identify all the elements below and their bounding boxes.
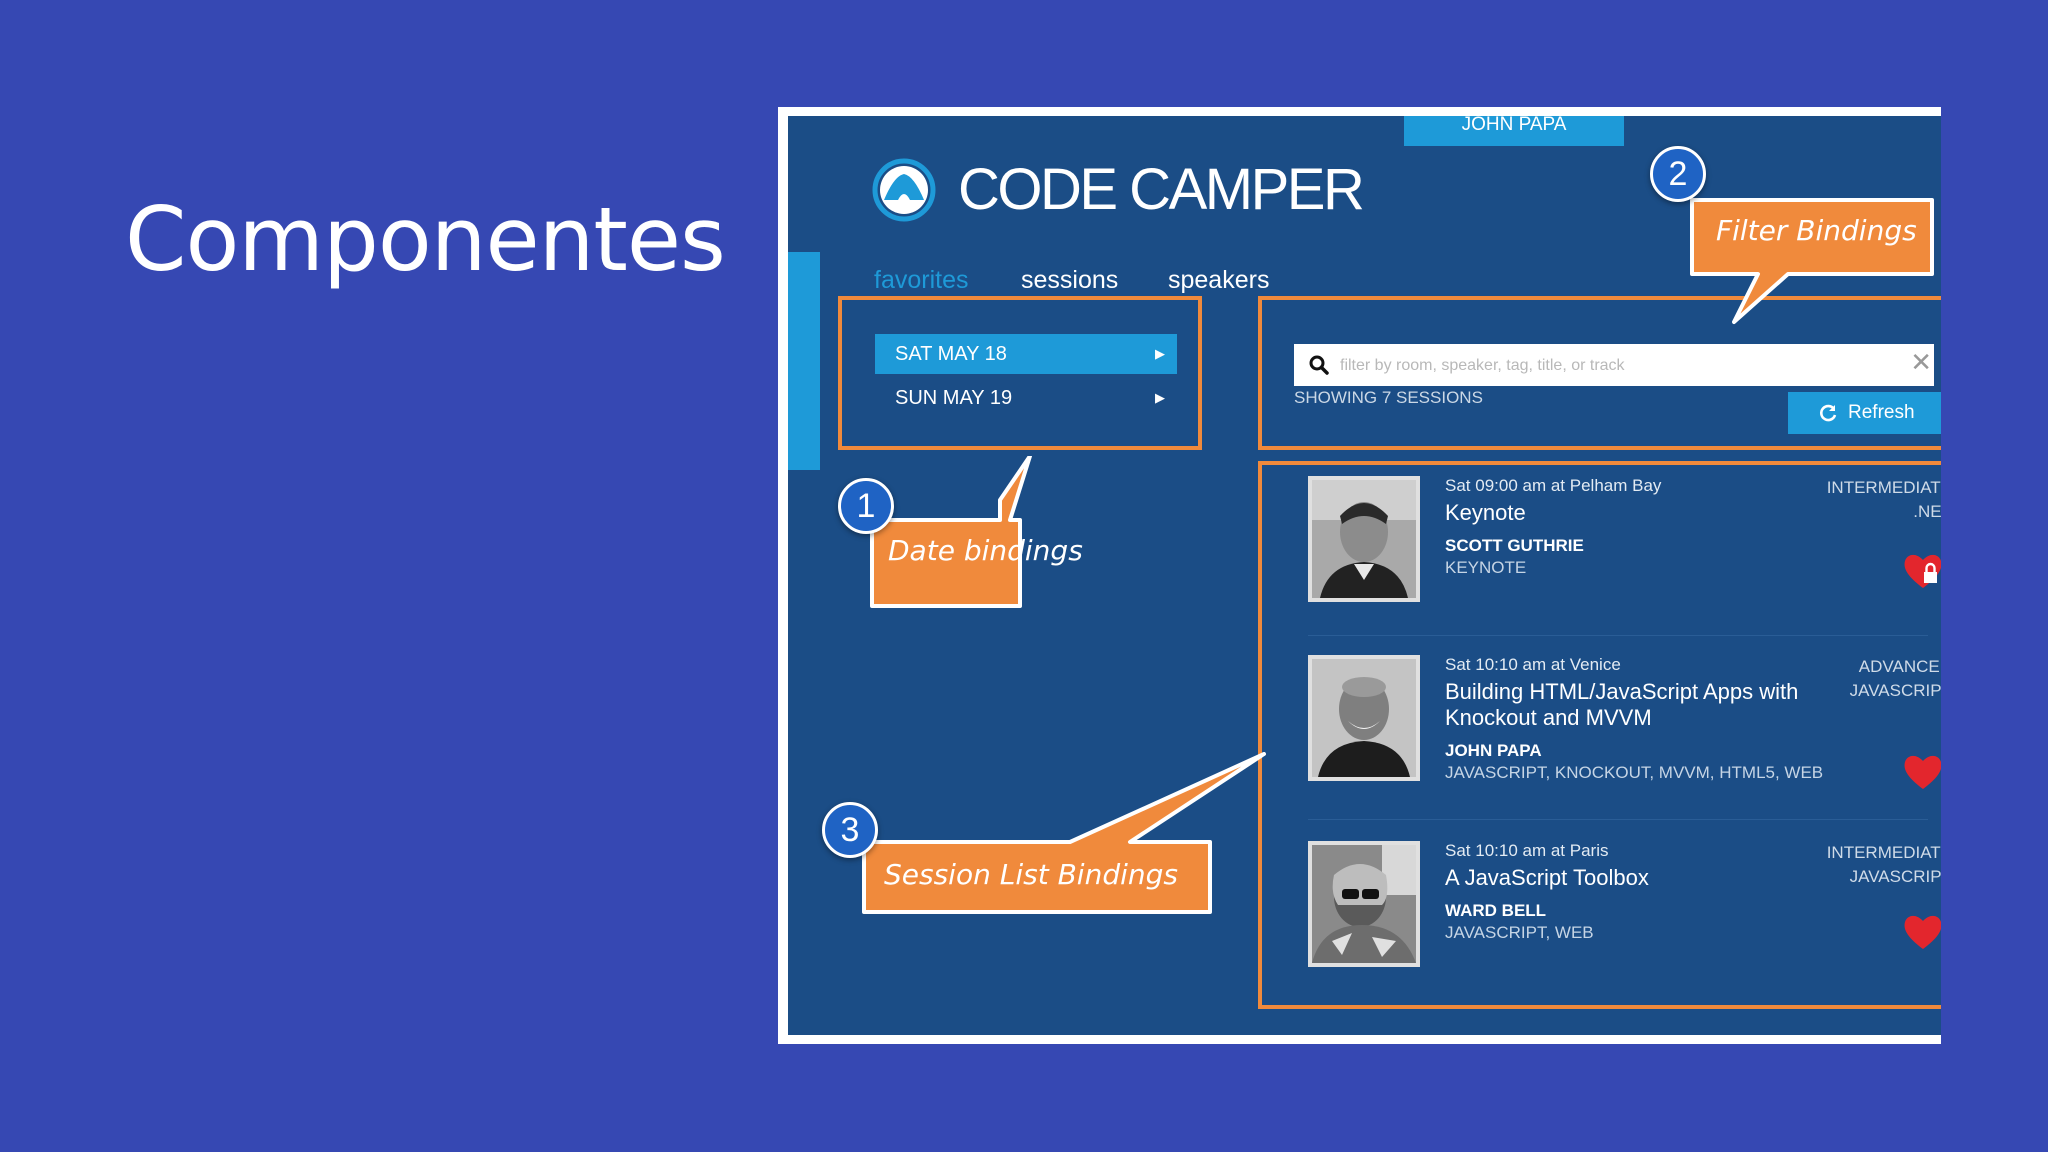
date-bindings-callout-shape [870,456,1032,608]
date-item-sun[interactable]: SUN MAY 19 ▶ [875,378,1177,418]
slide-title: Componentes [125,188,726,291]
track-label: .NET [1913,502,1941,521]
brand-name: CODE CAMPER [958,157,1365,222]
session-item[interactable]: Sat 10:10 am at Venice Building HTML/Jav… [1308,655,1941,795]
tab-favorites[interactable]: favorites [874,266,969,294]
user-tab[interactable]: JOHN PAPA [1404,116,1624,146]
tab-sessions[interactable]: sessions [1021,266,1119,294]
date-label: SUN MAY 19 [895,387,1013,409]
date-bindings-frame: SAT MAY 18 ▶ SUN MAY 19 ▶ [838,296,1202,450]
speaker-photo [1308,476,1420,602]
refresh-icon [1820,404,1837,422]
speaker-photo [1308,841,1420,967]
heart-icon[interactable] [1902,913,1941,951]
side-accent-bar [788,252,820,470]
speaker-name: SCOTT GUTHRIE [1445,536,1584,555]
callout-badge-2: 2 [1650,146,1706,202]
session-tags: JAVASCRIPT, WEB [1445,923,1594,942]
search-box: ✕ [1294,344,1934,386]
heart-lock-icon[interactable] [1902,552,1941,590]
speaker-name: WARD BELL [1445,901,1547,920]
session-tags: KEYNOTE [1445,558,1527,577]
session-meta: Sat 09:00 am at Pelham Bay [1445,476,1662,495]
row-divider [1308,635,1928,636]
chevron-right-icon: ▶ [1155,390,1165,405]
session-title: Building HTML/JavaScript Apps with Knock… [1445,679,1799,730]
heart-icon[interactable] [1902,753,1941,791]
callout-badge-1: 1 [838,478,894,534]
callout-badge-3: 3 [822,802,878,858]
session-title: A JavaScript Toolbox [1445,865,1649,890]
session-item[interactable]: Sat 10:10 am at Paris A JavaScript Toolb… [1308,841,1941,981]
session-title: Keynote [1445,500,1526,525]
refresh-label: Refresh [1848,402,1915,423]
code-camper-app: JOHN PAPA CODE CAMPER favorites sessions… [788,116,1941,1035]
speaker-photo [1308,655,1420,781]
refresh-button[interactable]: Refresh [1788,392,1941,434]
app-screenshot: JOHN PAPA CODE CAMPER favorites sessions… [778,107,1941,1044]
tent-logo-icon [872,158,936,222]
level-label: INTERMEDIATE [1826,478,1941,497]
tab-speakers[interactable]: speakers [1168,266,1270,294]
date-item-sat[interactable]: SAT MAY 18 ▶ [875,334,1177,374]
session-level: ADVANCED JAVASCRIPT [1850,655,1941,703]
speaker-name: JOHN PAPA [1445,741,1542,760]
session-item[interactable]: Sat 09:00 am at Pelham Bay Keynote SCOTT… [1308,476,1941,616]
session-meta: Sat 10:10 am at Paris [1445,841,1609,860]
track-label: JAVASCRIPT [1849,681,1941,700]
filter-input[interactable] [1338,350,1882,382]
chevron-right-icon: ▶ [1155,346,1165,361]
session-list-callout-shape [862,752,1266,914]
filter-bindings-label: Filter Bindings [1716,214,1917,247]
date-bindings-label: Date bindings [888,534,1083,567]
track-label: JAVASCRIPT [1849,867,1941,886]
session-level: INTERMEDIATE .NET [1827,476,1941,524]
session-list-bindings-label: Session List Bindings [884,858,1178,891]
date-label: SAT MAY 18 [895,343,1007,365]
clear-icon[interactable]: ✕ [1910,347,1932,377]
search-icon [1309,355,1329,375]
session-tags: JAVASCRIPT, KNOCKOUT, MVVM, HTML5, WEB [1445,763,1824,782]
level-label: ADVANCED [1858,657,1941,676]
session-list-frame: Sat 09:00 am at Pelham Bay Keynote SCOTT… [1258,461,1941,1009]
filter-bindings-frame: ✕ SHOWING 7 SESSIONS Refresh [1258,296,1941,450]
session-level: INTERMEDIATE JAVASCRIPT [1827,841,1941,889]
row-divider [1308,819,1928,820]
sessions-count: SHOWING 7 SESSIONS [1294,388,1483,407]
session-meta: Sat 10:10 am at Venice [1445,655,1621,674]
filter-bindings-callout-shape [1690,198,1934,324]
level-label: INTERMEDIATE [1826,843,1941,862]
